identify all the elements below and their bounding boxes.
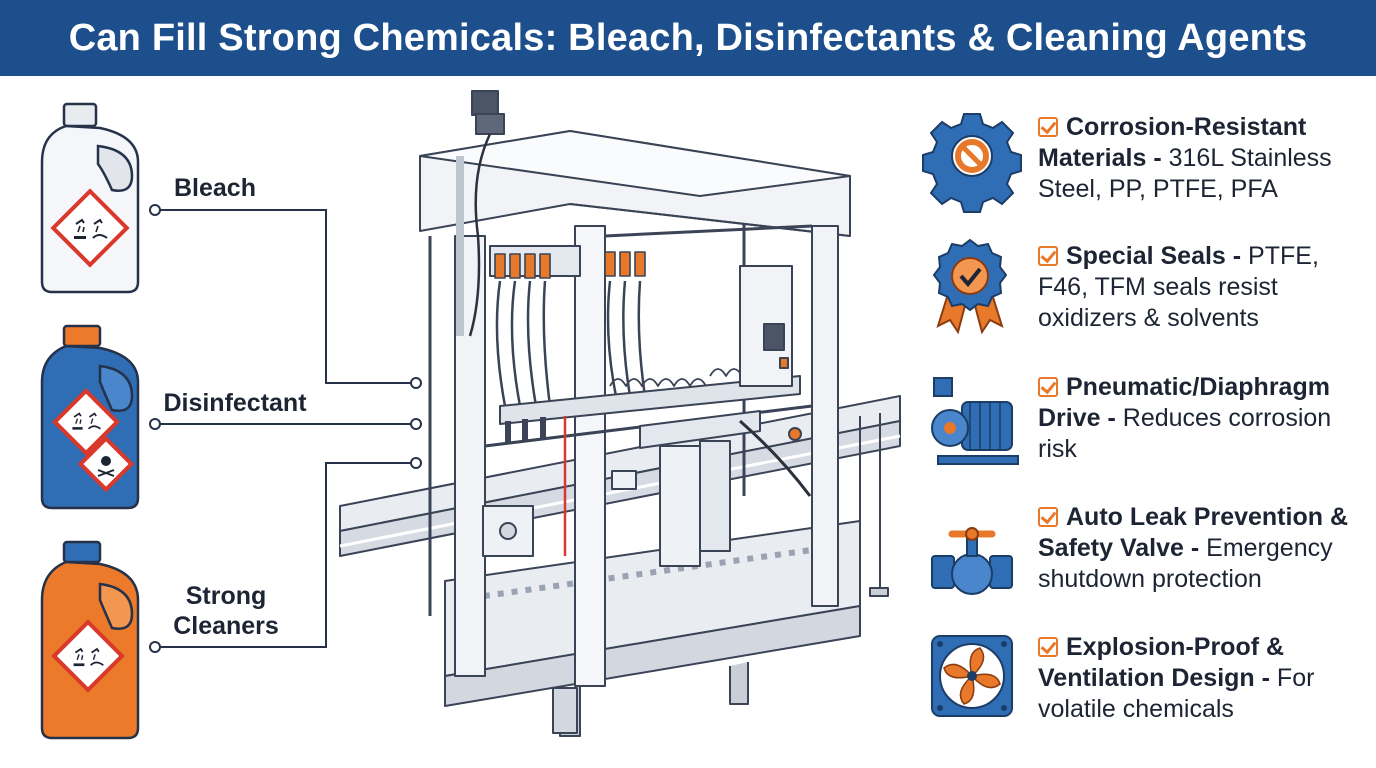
feature-sep: - — [1100, 404, 1123, 432]
feature-detail: PTFE, F46, TFM seals resist oxidizers & … — [1038, 242, 1319, 332]
label-strong-cleaners: Strong Cleaners — [168, 581, 284, 641]
feature-explosion-proof: Explosion-Proof & Ventilation Design - F… — [1038, 632, 1368, 725]
feature-title: Auto Leak Prevention & Safety Valve — [1038, 503, 1348, 562]
fan-icon — [931, 635, 1013, 717]
feature-sep: - — [1254, 664, 1277, 692]
check-icon — [1038, 246, 1058, 266]
diagram-stage: Bleach Disinfectant Strong Cleaners Corr… — [0, 76, 1376, 768]
diagram-canvas — [40, 90, 1022, 740]
label-strong: Strong — [185, 582, 267, 610]
feature-sep: - — [1183, 534, 1207, 562]
check-icon — [1038, 117, 1058, 137]
feature-sep: - — [1146, 144, 1169, 172]
valve-icon — [931, 527, 1013, 595]
badge-icon — [932, 238, 1008, 335]
feature-detail: Reduces corrosion risk — [1038, 404, 1332, 463]
strong-cleaners-bottle — [40, 540, 140, 740]
label-cleaners: Cleaners — [173, 612, 279, 640]
feature-title: Pneumatic/Diaphragm Drive — [1038, 373, 1330, 432]
disinfectant-bottle — [40, 324, 140, 510]
page-title: Can Fill Strong Chemicals: Bleach, Disin… — [68, 16, 1308, 59]
title-banner: Can Fill Strong Chemicals: Bleach, Disin… — [0, 0, 1376, 76]
feature-detail: Emergency shutdown protection — [1038, 534, 1333, 593]
label-disinfectant: Disinfectant — [163, 389, 307, 417]
gear-icon — [922, 113, 1022, 213]
feature-title: Special Seals — [1066, 242, 1226, 270]
feature-sep: - — [1225, 242, 1249, 270]
pump-icon — [931, 377, 1019, 465]
feature-corrosion: Corrosion-Resistant Materials - 316L Sta… — [1038, 112, 1368, 205]
check-icon — [1038, 377, 1058, 397]
label-bleach: Bleach — [174, 174, 256, 202]
check-icon — [1038, 507, 1058, 527]
bleach-bottle — [40, 102, 140, 294]
feature-drive: Pneumatic/Diaphragm Drive - Reduces corr… — [1038, 372, 1368, 465]
filling-machine — [339, 90, 901, 737]
check-icon — [1038, 637, 1058, 657]
feature-detail: 316L Stainless Steel, PP, PTFE, PFA — [1038, 144, 1332, 203]
connector-lines — [155, 209, 416, 648]
feature-leak-prevention: Auto Leak Prevention & Safety Valve - Em… — [1038, 502, 1368, 595]
connector-dots — [149, 204, 422, 653]
feature-seals: Special Seals - PTFE, F46, TFM seals res… — [1038, 241, 1368, 334]
feature-title: Explosion-Proof & Ventilation Design — [1038, 633, 1285, 692]
feature-detail: For volatile chemicals — [1038, 664, 1315, 723]
feature-title: Corrosion-Resistant Materials — [1038, 113, 1307, 172]
